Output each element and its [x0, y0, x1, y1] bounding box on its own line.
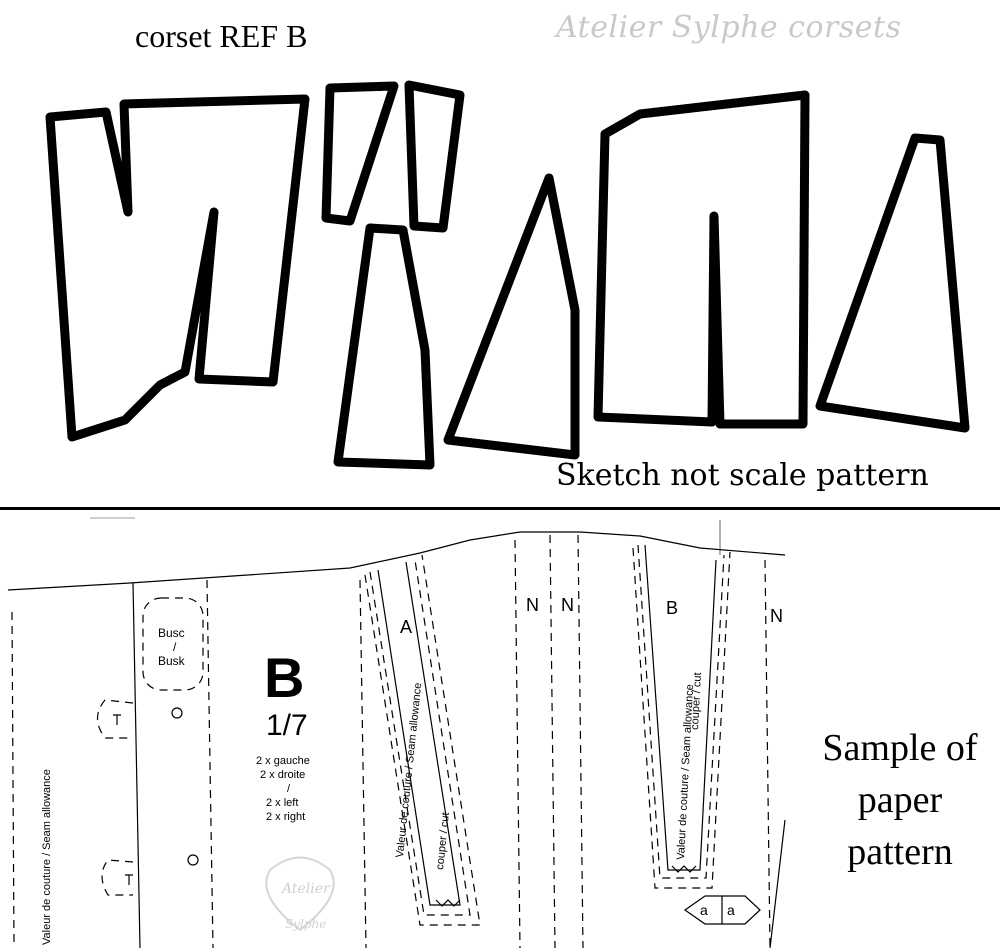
- cut-instruction-3: /: [287, 783, 291, 795]
- sketch-piece-4: [333, 223, 435, 470]
- gusset-b-stitch-1: [637, 544, 725, 879]
- busk-left-edge: [132, 582, 141, 949]
- gusset-a-stitch-1: [369, 559, 471, 916]
- piece-count: 1/7: [266, 709, 308, 742]
- busk-hole-1: [171, 707, 183, 719]
- logo-text-1: Atelier: [280, 881, 331, 897]
- sketch-piece-5: [443, 173, 580, 460]
- busk-hole-2: [187, 854, 199, 866]
- busk-tab-2: [101, 859, 134, 896]
- mark-a: A: [400, 617, 412, 637]
- sketch-pieces: [45, 80, 970, 470]
- seam-dash-1: [359, 579, 367, 949]
- seam-dash-4: [577, 534, 584, 949]
- busk-tab-1: [96, 699, 134, 739]
- sample-note-line-1: Sample of: [822, 727, 978, 769]
- gusset-a-stitch-2: [364, 554, 481, 926]
- cut-instruction-2: 2 x droite: [260, 769, 305, 781]
- seam-dash-2: [514, 539, 521, 949]
- busk-label-2: /: [173, 640, 177, 654]
- seam-dash-5: [764, 559, 771, 949]
- gusset-b-zigzag: [671, 865, 697, 873]
- cut-instruction-4: 2 x left: [266, 797, 298, 809]
- gusset-a-zigzag: [435, 899, 461, 907]
- sketch-piece-2: [321, 81, 399, 226]
- pattern-top-edge: [7, 531, 786, 591]
- gusset-b-stitch-2: [632, 547, 731, 889]
- seam-allowance-left: Valeur de couture / Seam allowance: [41, 769, 53, 945]
- seam-dash-3: [549, 534, 556, 949]
- cut-label-a: couper / cut: [434, 812, 452, 870]
- busk-right-edge: [206, 579, 214, 949]
- cut-label-b: couper / cut: [689, 672, 704, 730]
- sample-note-line-3: pattern: [847, 831, 953, 873]
- sketch-note: Sketch not scale pattern: [556, 458, 929, 493]
- mark-b: B: [666, 598, 678, 618]
- pattern-title: corset REF B: [135, 18, 308, 54]
- notch-diamond: [683, 895, 761, 925]
- cut-instruction-1: 2 x gauche: [256, 755, 310, 767]
- notch-a-2: a: [727, 902, 735, 918]
- mark-n-3: N: [770, 606, 783, 626]
- section-divider: [0, 507, 1000, 510]
- sketch-piece-3: [404, 80, 465, 233]
- busk-slot: [142, 597, 204, 691]
- brand-watermark: Atelier Sylphe corsets: [556, 10, 902, 45]
- cut-instruction-5: 2 x right: [266, 811, 305, 823]
- piece-letter: B: [264, 646, 304, 709]
- left-seam-line: [11, 611, 15, 946]
- gusset-b-outline: [644, 544, 717, 871]
- busk-label-3: Busk: [158, 654, 186, 668]
- gusset-a-outline: [377, 561, 461, 906]
- mark-n-2: N: [561, 595, 574, 615]
- mark-n-1: N: [526, 595, 539, 615]
- sample-note: Sample of paper pattern: [800, 722, 1000, 878]
- notch-a-1: a: [700, 902, 708, 918]
- seam-allowance-a: Valeur de couture / Seam allowance: [394, 682, 424, 858]
- sketch-piece-7: [815, 133, 970, 433]
- sample-note-line-2: paper: [857, 779, 943, 821]
- busk-label-1: Busc: [158, 626, 185, 640]
- sketch-piece-1: [45, 94, 310, 442]
- logo-text-2: Sylphe: [285, 917, 326, 931]
- right-edge: [769, 819, 786, 949]
- atelier-logo: Atelier Sylphe: [265, 856, 335, 932]
- sketch-piece-6: [593, 90, 810, 429]
